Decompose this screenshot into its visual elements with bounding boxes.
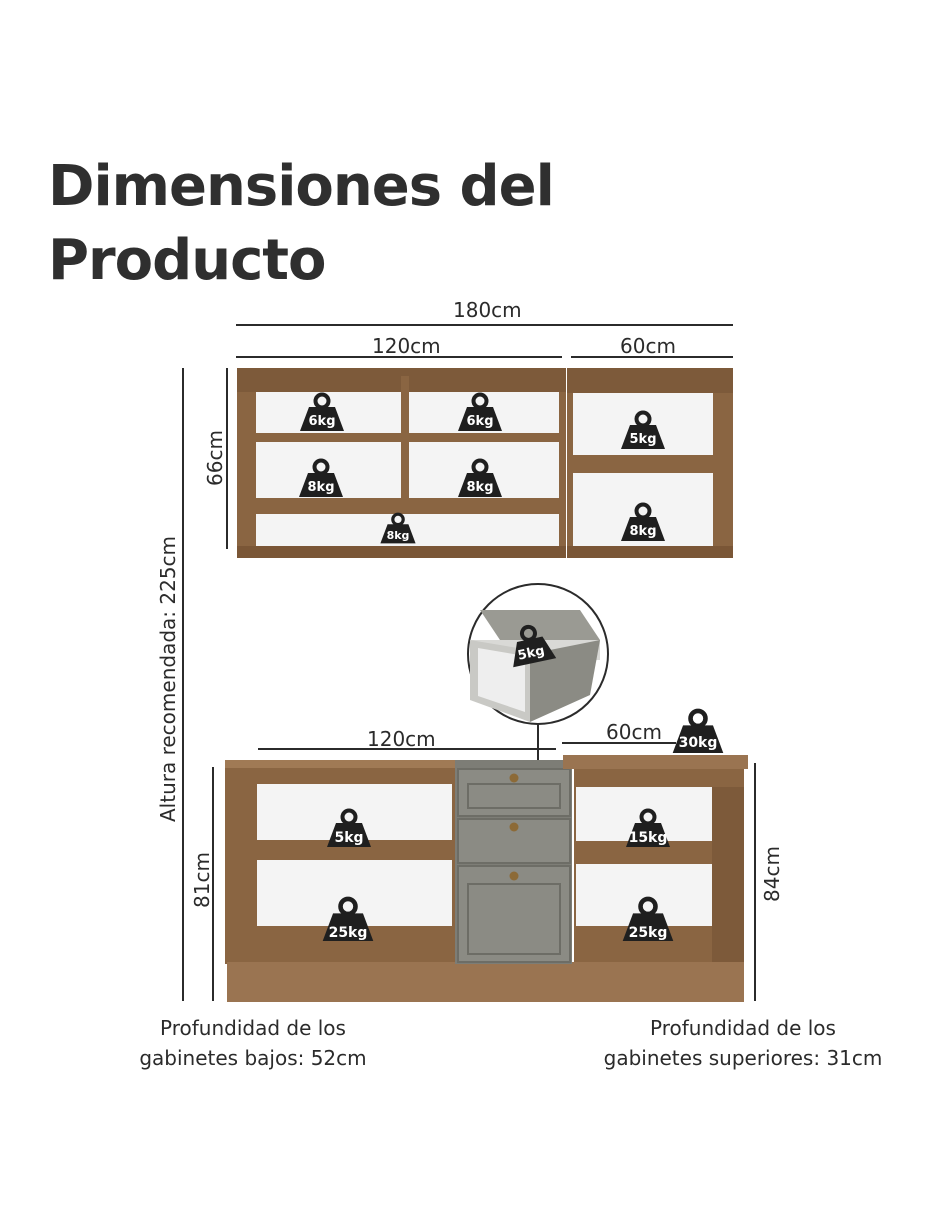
weight-lower-left-top-icon: 5kg xyxy=(325,808,373,849)
title-line-1: Dimensiones del xyxy=(48,154,555,219)
lower-depth-caption-line-2: gabinetes bajos: 52cm xyxy=(139,1046,367,1070)
upper-depth-caption-line-2: gabinetes superiores: 31cm xyxy=(603,1046,883,1070)
upper-depth-caption-line-1: Profundidad de los xyxy=(650,1016,836,1040)
weight-upper-bottom-label: 8kg xyxy=(387,529,410,542)
weight-upper-shelf-2-label: 6kg xyxy=(467,414,494,429)
upper-right-width-label: 60cm xyxy=(620,334,676,358)
weight-lower-left-bottom-label: 25kg xyxy=(329,925,368,941)
weight-upper-bottom-icon: 8kg xyxy=(378,512,418,546)
dimension-lines xyxy=(182,324,756,1001)
title-line-2: Producto xyxy=(48,228,327,293)
weight-upper-shelf-3-icon: 8kg xyxy=(297,458,345,499)
weight-lower-right-top-label: 15kg xyxy=(629,830,668,846)
upper-depth-caption: Profundidad de los gabinetes superiores:… xyxy=(588,1013,898,1073)
weight-drawer-label: 5kg xyxy=(517,643,547,663)
weight-countertop-icon: 30kg xyxy=(673,711,724,753)
weight-lower-right-bottom-label: 25kg xyxy=(629,925,668,941)
weight-upper-right-bottom-label: 8kg xyxy=(630,524,657,539)
weight-upper-shelf-4-icon: 8kg xyxy=(456,458,504,499)
upper-left-width-label: 120cm xyxy=(372,334,441,358)
recommended-height-label: Altura recomendada: 225cm xyxy=(156,535,180,822)
weight-countertop-label: 30kg xyxy=(679,735,718,751)
lower-right-height-label: 84cm xyxy=(760,846,784,902)
upper-cabinet-right xyxy=(567,368,733,558)
upper-height-label: 66cm xyxy=(203,430,227,486)
weight-upper-shelf-1-icon: 6kg xyxy=(298,392,346,433)
weight-upper-shelf-1-label: 6kg xyxy=(309,414,336,429)
page-title: Dimensiones del Producto xyxy=(48,150,555,298)
drawer-module xyxy=(455,760,572,964)
lower-left-width-label: 120cm xyxy=(367,727,436,751)
weight-upper-shelf-3-label: 8kg xyxy=(308,480,335,495)
lower-depth-caption-line-1: Profundidad de los xyxy=(160,1016,346,1040)
lower-depth-caption: Profundidad de los gabinetes bajos: 52cm xyxy=(118,1013,388,1073)
weight-lower-left-bottom-icon: 25kg xyxy=(323,899,374,941)
weight-lower-right-top-icon: 15kg xyxy=(624,808,672,849)
weight-upper-right-bottom-icon: 8kg xyxy=(619,502,667,543)
weight-lower-right-bottom-icon: 25kg xyxy=(623,899,674,941)
total-width-label: 180cm xyxy=(453,298,522,322)
weight-upper-right-top-label: 5kg xyxy=(630,432,657,447)
weight-upper-shelf-4-label: 8kg xyxy=(467,480,494,495)
lower-left-height-label: 81cm xyxy=(190,852,214,908)
lower-right-width-label: 60cm xyxy=(606,720,662,744)
weight-drawer-icon: 5kg xyxy=(503,620,559,670)
weight-upper-right-top-icon: 5kg xyxy=(619,410,667,451)
weight-lower-left-top-label: 5kg xyxy=(334,830,363,846)
weight-upper-shelf-2-icon: 6kg xyxy=(456,392,504,433)
lower-cabinet-right xyxy=(563,755,748,1002)
